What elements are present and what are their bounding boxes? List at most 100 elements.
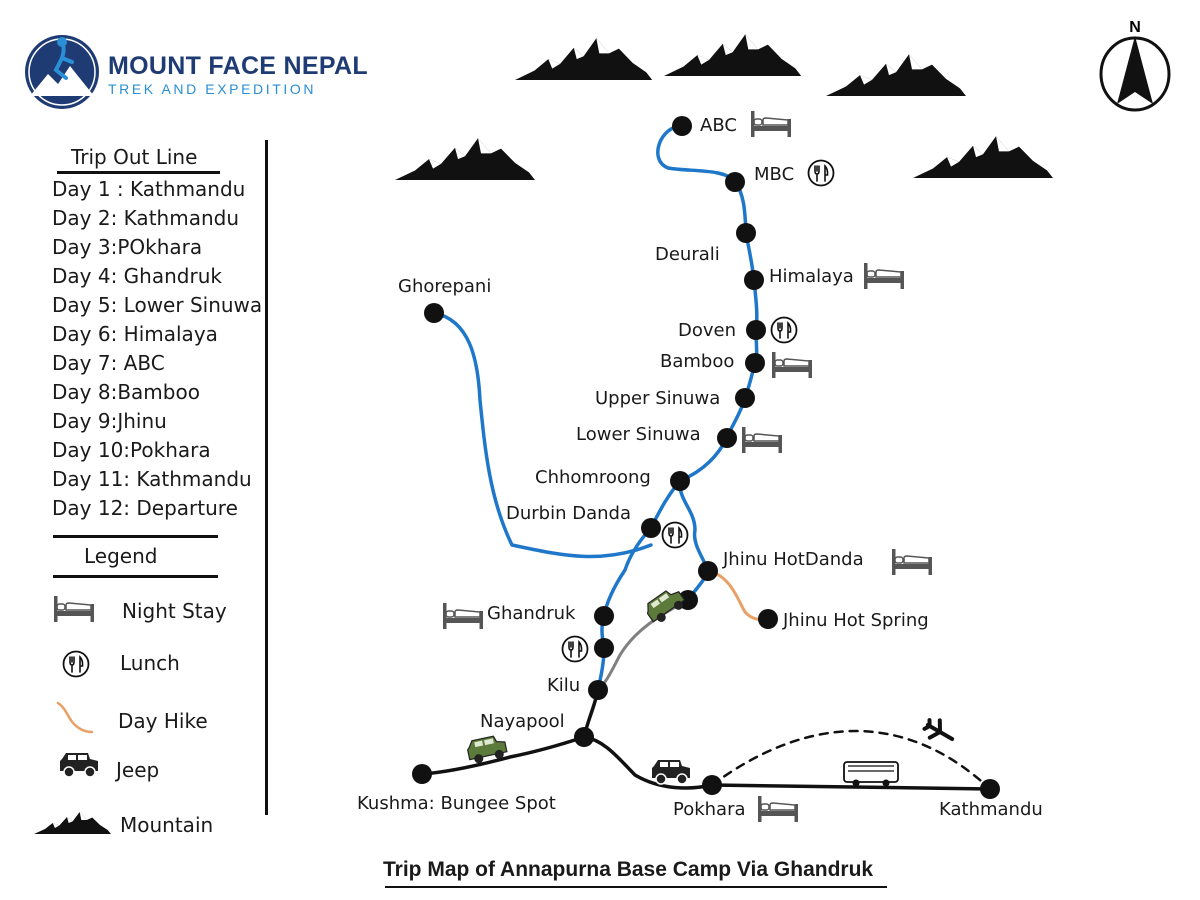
mountain-icon	[395, 138, 535, 180]
stop-marker	[717, 428, 737, 448]
stop-marker	[702, 775, 722, 795]
stop-marker	[698, 561, 718, 581]
stop-marker	[758, 609, 778, 629]
stop-marker	[745, 353, 765, 373]
stop-marker	[725, 172, 745, 192]
fork-knife-icon	[770, 316, 798, 344]
itinerary-day: Day 10:Pokhara	[52, 438, 211, 462]
place-label-kathmandu: Kathmandu	[939, 799, 1043, 820]
brand-name: MOUNT FACE NEPAL	[108, 52, 368, 80]
trek-route-ghorepani	[432, 311, 653, 559]
mountain-icon	[826, 54, 966, 96]
fork-knife-icon	[62, 650, 90, 678]
drive-route	[420, 688, 600, 776]
place-label-doven: Doven	[678, 320, 736, 341]
stop-marker	[744, 270, 764, 290]
stop-marker	[746, 320, 766, 340]
legend-label-lunch: Lunch	[120, 651, 180, 675]
itinerary-day: Day 3:POkhara	[52, 235, 203, 259]
mountain-icon	[664, 34, 802, 76]
sidebar-divider	[265, 140, 268, 815]
itinerary-day: Day 2: Kathmandu	[52, 206, 239, 230]
day-hike-line-icon	[56, 701, 94, 734]
stop-marker	[641, 518, 661, 538]
bed-icon	[771, 351, 813, 379]
itinerary-title-underline	[57, 171, 220, 174]
place-label-lower-sinuwa: Lower Sinuwa	[576, 424, 701, 445]
place-label-abc: ABC	[700, 115, 737, 136]
stop-marker	[678, 590, 698, 610]
stop-marker	[594, 638, 614, 658]
compass-icon: N	[1099, 19, 1171, 112]
place-label-himalaya: Himalaya	[769, 266, 854, 287]
legend-divider-top	[53, 535, 218, 538]
legend-title: Legend	[84, 544, 158, 568]
place-label-bamboo: Bamboo	[660, 351, 734, 372]
stops	[412, 116, 1000, 799]
place-labels: ABC MBC Deurali Himalaya Doven Bamboo Up…	[357, 115, 1043, 820]
itinerary-day: Day 1 : Kathmandu	[52, 177, 246, 201]
legend-label-jeep: Jeep	[116, 758, 160, 782]
itinerary-day: Day 12: Departure	[52, 496, 238, 520]
bed-icon	[442, 602, 484, 630]
stop-marker	[574, 727, 594, 747]
jeep-icon	[642, 584, 689, 627]
logo-icon	[25, 35, 99, 109]
day-hike-route	[706, 569, 770, 621]
itinerary-day: Day 7: ABC	[52, 351, 165, 375]
place-label-jhinu-hot-spring: Jhinu Hot Spring	[782, 610, 929, 631]
bed-icon	[863, 262, 905, 290]
place-label-nayapool: Nayapool	[480, 711, 565, 732]
stop-marker	[670, 471, 690, 491]
place-label-upper-sinuwa: Upper Sinuwa	[595, 388, 720, 409]
drive-route-pokhara	[582, 735, 992, 791]
mountain-icon	[913, 136, 1053, 178]
bed-icon	[741, 426, 783, 454]
itinerary-day: Day 6: Himalaya	[52, 322, 218, 346]
itinerary-day: Day 5: Lower Sinuwa	[52, 293, 263, 317]
itinerary-day: Day 11: Kathmandu	[52, 467, 252, 491]
brand: MOUNT FACE NEPAL TREK AND EXPEDITION	[108, 52, 368, 97]
stop-marker	[424, 303, 444, 323]
itinerary-day: Day 9:Jhinu	[52, 409, 167, 433]
stop-marker	[412, 764, 432, 784]
legend-label-night-stay: Night Stay	[122, 599, 227, 623]
legend-divider-bottom	[53, 575, 218, 578]
place-label-ghandruk: Ghandruk	[487, 603, 576, 624]
stop-marker	[736, 223, 756, 243]
route-lines	[420, 124, 992, 791]
flight-route	[710, 729, 992, 791]
place-label-kushma: Kushma: Bungee Spot	[357, 793, 556, 814]
fork-knife-icon	[561, 635, 589, 663]
fork-knife-icon	[807, 159, 835, 187]
place-label-kilu: Kilu	[547, 675, 580, 696]
place-label-pokhara: Pokhara	[673, 799, 746, 820]
legend-label-day-hike: Day Hike	[118, 709, 208, 733]
stop-marker	[588, 680, 608, 700]
place-label-deurali: Deurali	[655, 244, 720, 265]
bed-icon	[891, 548, 933, 576]
place-label-mbc: MBC	[754, 164, 794, 185]
bed-icon	[757, 795, 799, 823]
bus-icon	[843, 761, 899, 787]
place-label-jhinu-hotdanda: Jhinu HotDanda	[722, 549, 864, 570]
legend-label-mountain: Mountain	[120, 813, 214, 837]
bed-icon	[750, 110, 792, 138]
jeep-icon	[651, 759, 691, 785]
fork-knife-icon	[661, 521, 689, 549]
bed-icon	[53, 595, 95, 623]
stop-marker	[735, 388, 755, 408]
mountain-icon	[34, 812, 111, 834]
map-title-underline	[385, 886, 887, 888]
itinerary-title: Trip Out Line	[71, 145, 198, 169]
stop-marker	[594, 606, 614, 626]
itinerary-day: Day 4: Ghandruk	[52, 264, 222, 288]
jeep-icon	[59, 752, 99, 778]
place-label-durbin-danda: Durbin Danda	[506, 503, 631, 524]
place-label-ghorepani: Ghorepani	[398, 276, 491, 297]
stop-marker	[980, 779, 1000, 799]
airplane-icon	[922, 718, 955, 741]
map-title: Trip Map of Annapurna Base Camp Via Ghan…	[383, 858, 874, 881]
place-label-chhomroong: Chhomroong	[535, 467, 651, 488]
